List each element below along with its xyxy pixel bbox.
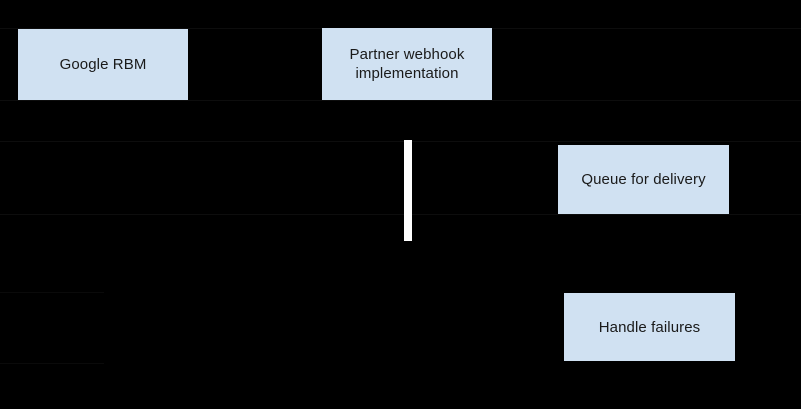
guide-line-lower-b xyxy=(0,363,104,364)
vertical-connector-bar xyxy=(404,140,412,241)
node-google-rbm-label: Google RBM xyxy=(59,56,147,73)
node-handle-failures[interactable]: Handle failures xyxy=(564,293,735,361)
node-partner-webhook-implementation-label: Partner webhook implementation xyxy=(349,46,465,82)
node-partner-webhook-implementation[interactable]: Partner webhook implementation xyxy=(322,28,492,100)
node-google-rbm[interactable]: Google RBM xyxy=(18,29,188,100)
guide-line-node-bottom xyxy=(0,100,801,101)
guide-line-lower-a xyxy=(0,292,104,293)
guide-line-mid-lower xyxy=(0,214,801,215)
guide-line-mid-upper xyxy=(0,141,801,142)
node-handle-failures-label: Handle failures xyxy=(598,318,701,336)
node-queue-for-delivery-label: Queue for delivery xyxy=(581,171,706,188)
node-queue-for-delivery[interactable]: Queue for delivery xyxy=(558,145,729,214)
